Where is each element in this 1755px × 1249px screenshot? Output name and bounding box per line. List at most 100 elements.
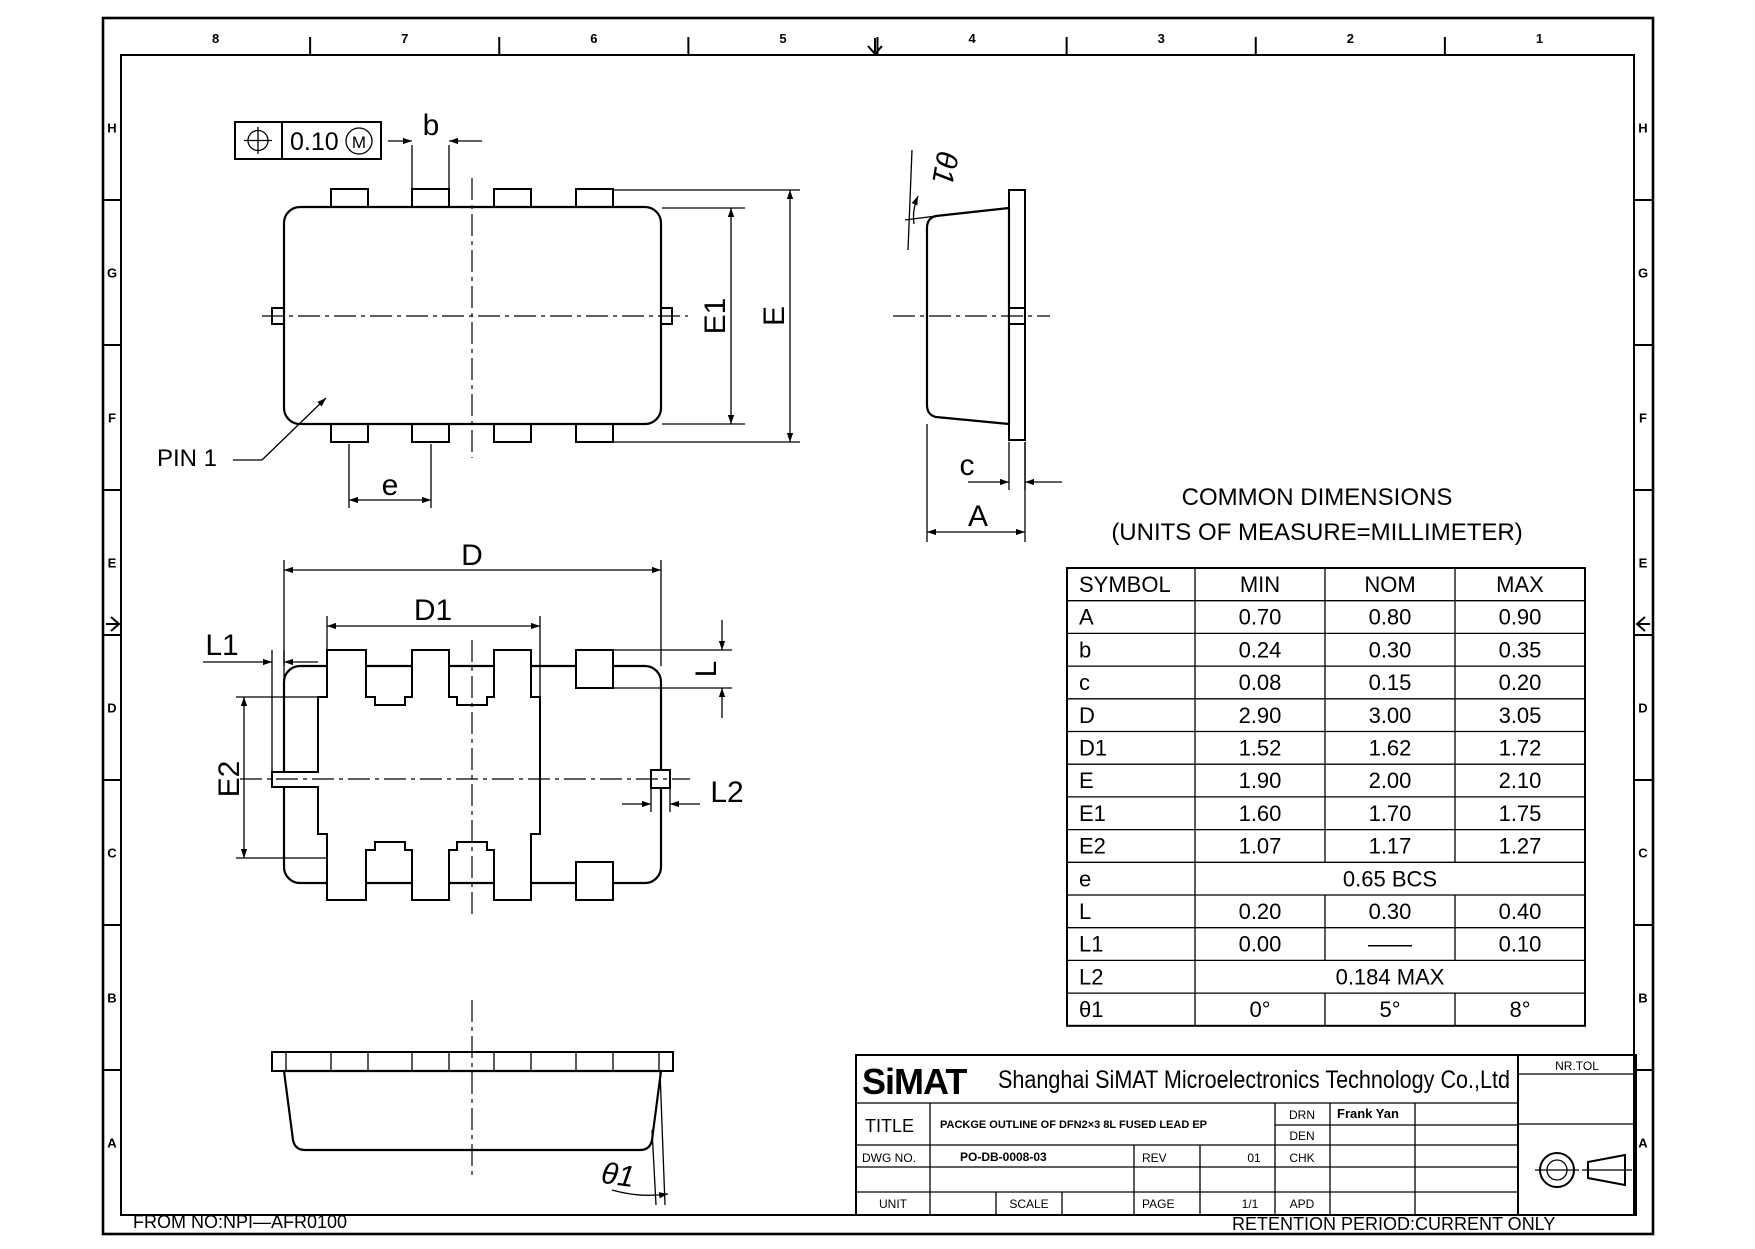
table-header-symbol: SYMBOL — [1079, 572, 1171, 597]
column-label-7: 7 — [401, 31, 408, 46]
table-row-symbol: L2 — [1079, 964, 1103, 989]
column-label-3: 3 — [1158, 31, 1165, 46]
dim-label-L2: L2 — [710, 776, 743, 809]
dim-label-A: A — [968, 500, 988, 533]
dim-label-L: L — [690, 661, 723, 678]
row-label-right-B: B — [1638, 991, 1647, 1006]
dimensions-subtitle: (UNITS OF MEASURE=MILLIMETER) — [1111, 519, 1522, 546]
dim-label-theta1-side: θ1 — [925, 149, 963, 187]
row-label-right-D: D — [1638, 701, 1647, 716]
table-row-symbol: L1 — [1079, 932, 1103, 957]
front-view: θ1 — [271, 1000, 674, 1206]
row-label-left-B: B — [107, 991, 116, 1006]
bottom-view: D D1 L1 L E2 L2 — [203, 539, 744, 915]
table-row-nom: 2.00 — [1369, 768, 1412, 793]
table-row-max: 0.40 — [1499, 899, 1542, 924]
dim-label-c: c — [960, 449, 975, 482]
dim-label-E2: E2 — [213, 761, 246, 798]
table-row-min: 0.00 — [1239, 932, 1282, 957]
table-row-max: 1.75 — [1499, 801, 1542, 826]
table-row-symbol: E1 — [1079, 801, 1106, 826]
drn-label: DRN — [1289, 1108, 1315, 1122]
projection-symbol-icon — [1535, 1152, 1632, 1188]
table-row-symbol: c — [1079, 670, 1090, 695]
table-row-max: 0.35 — [1499, 637, 1542, 662]
title-block: SiMAT Shanghai SiMAT Microelectronics Te… — [855, 1054, 1637, 1216]
column-label-8: 8 — [212, 31, 219, 46]
table-header-max: MAX — [1496, 572, 1544, 597]
dimensions-title: COMMON DIMENSIONS — [1182, 484, 1453, 511]
apd-label: APD — [1290, 1197, 1315, 1211]
table-row-min: 0.20 — [1239, 899, 1282, 924]
row-label-left-D: D — [107, 701, 116, 716]
column-label-4: 4 — [968, 31, 976, 46]
table-row-nom: 5° — [1379, 997, 1400, 1022]
column-label-1: 1 — [1536, 31, 1543, 46]
table-row-min: 1.52 — [1239, 736, 1282, 761]
table-row-symbol: E — [1079, 768, 1094, 793]
table-row-symbol: L — [1079, 899, 1091, 924]
den-label: DEN — [1289, 1129, 1314, 1143]
chk-label: CHK — [1289, 1151, 1314, 1165]
table-row-nom: 0.15 — [1369, 670, 1412, 695]
table-row-span-value: 0.184 MAX — [1336, 964, 1445, 989]
dim-label-e: e — [382, 469, 399, 502]
row-label-left-A: A — [107, 1136, 117, 1151]
rev-label: REV — [1142, 1151, 1167, 1165]
page-label: PAGE — [1142, 1197, 1174, 1211]
table-row-max: 1.27 — [1499, 834, 1542, 859]
row-label-left-C: C — [107, 846, 117, 861]
table-header-min: MIN — [1240, 572, 1280, 597]
table-row-min: 0.08 — [1239, 670, 1282, 695]
row-label-right-G: G — [1638, 266, 1648, 281]
table-row-max: 1.72 — [1499, 736, 1542, 761]
tolerance-value: 0.10 — [290, 128, 339, 156]
table-row-min: 0.70 — [1239, 605, 1282, 630]
company-logo: SiMAT — [862, 1061, 967, 1102]
table-row-min: 1.07 — [1239, 834, 1282, 859]
row-label-left-F: F — [108, 411, 116, 426]
dim-label-L1: L1 — [205, 629, 238, 662]
table-row-nom: 1.17 — [1369, 834, 1412, 859]
table-row-nom: 1.70 — [1369, 801, 1412, 826]
table-row-symbol: b — [1079, 637, 1091, 662]
table-row-min: 1.90 — [1239, 768, 1282, 793]
table-row-max: 0.10 — [1499, 932, 1542, 957]
row-label-right-H: H — [1638, 121, 1647, 136]
table-row-symbol: D — [1079, 703, 1095, 728]
retention-period: RETENTION PERIOD:CURRENT ONLY — [1232, 1214, 1555, 1234]
company-name: Shanghai SiMAT Microelectronics Technolo… — [998, 1066, 1510, 1094]
row-label-right-F: F — [1639, 411, 1647, 426]
position-tolerance-frame: 0.10 M — [234, 121, 382, 160]
table-row-span-value: 0.65 BCS — [1343, 866, 1437, 891]
title-value: PACKGE OUTLINE OF DFN2×3 8L FUSED LEAD E… — [940, 1119, 1207, 1131]
dim-label-D: D — [461, 539, 483, 572]
row-label-right-C: C — [1638, 846, 1648, 861]
table-row-nom: 0.80 — [1369, 605, 1412, 630]
top-view: 0.10 M b e — [157, 109, 800, 508]
table-row-symbol: D1 — [1079, 736, 1107, 761]
dwg-value: PO-DB-0008-03 — [960, 1150, 1047, 1164]
table-row-nom: 0.30 — [1369, 637, 1412, 662]
page-value: 1/1 — [1242, 1197, 1259, 1211]
title-label: TITLE — [865, 1116, 914, 1136]
pin1-label: PIN 1 — [157, 445, 217, 472]
table-row-min: 2.90 — [1239, 703, 1282, 728]
table-header-nom: NOM — [1364, 572, 1415, 597]
dim-label-E1: E1 — [699, 298, 732, 335]
dwg-label: DWG NO. — [862, 1151, 916, 1165]
table-row-max: 0.90 — [1499, 605, 1542, 630]
column-label-6: 6 — [590, 31, 597, 46]
scale-label: SCALE — [1009, 1197, 1048, 1211]
table-row-symbol: A — [1079, 605, 1094, 630]
table-row-max: 3.05 — [1499, 703, 1542, 728]
table-row-symbol: θ1 — [1079, 997, 1103, 1022]
table-row-min: 0.24 — [1239, 637, 1282, 662]
table-row-nom: 3.00 — [1369, 703, 1412, 728]
row-label-left-G: G — [107, 266, 117, 281]
table-row-nom: 1.62 — [1369, 736, 1412, 761]
nr-tol-label: NR.TOL — [1555, 1059, 1599, 1073]
